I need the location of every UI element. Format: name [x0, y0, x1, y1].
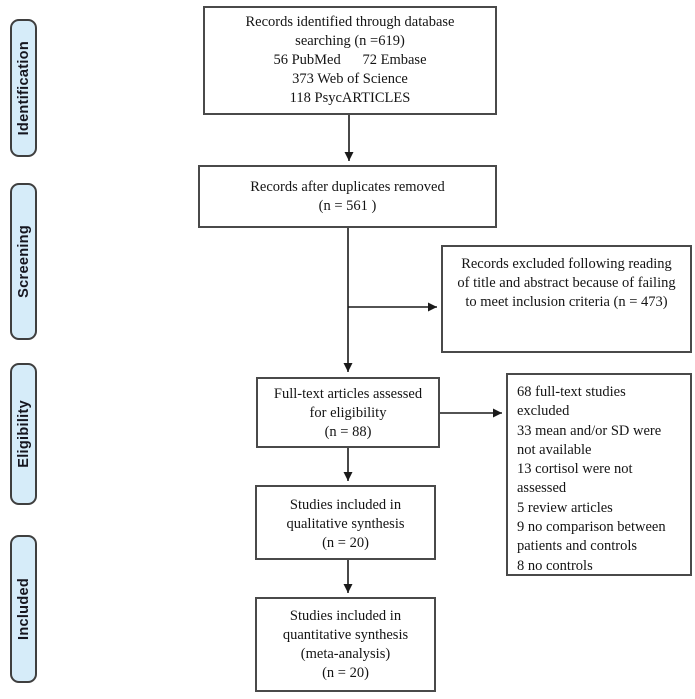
box-records-identified: Records identified through database sear… [203, 6, 497, 115]
stage-identification-label: Identification [15, 40, 32, 136]
stage-included: Included [10, 535, 37, 683]
box-duplicates-removed: Records after duplicates removed (n = 56… [198, 165, 497, 228]
box-fulltext-assessed: Full-text articles assessed for eligibil… [256, 377, 440, 448]
stage-eligibility-label: Eligibility [15, 400, 32, 468]
box-records-excluded-title-abstract: Records excluded following reading of ti… [441, 245, 692, 353]
stage-included-label: Included [15, 577, 32, 640]
box-quantitative-synthesis: Studies included in quantitative synthes… [255, 597, 436, 692]
stage-identification: Identification [10, 19, 37, 157]
box-qualitative-synthesis: Studies included in qualitative synthesi… [255, 485, 436, 560]
stage-screening-label: Screening [15, 225, 32, 298]
box-fulltext-excluded: 68 full-text studies excluded 33 mean an… [506, 373, 692, 576]
stage-screening: Screening [10, 183, 37, 340]
stage-eligibility: Eligibility [10, 363, 37, 505]
